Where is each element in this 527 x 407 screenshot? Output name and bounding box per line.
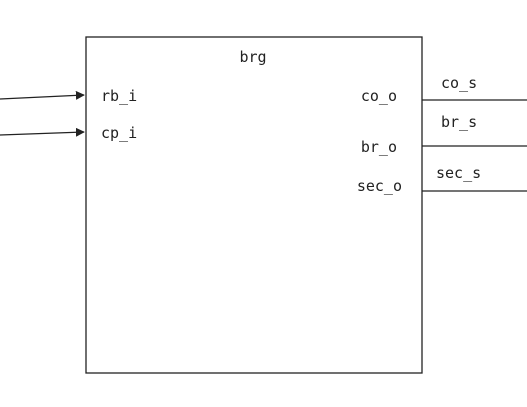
signal-br-s: br_s: [441, 113, 477, 131]
port-br-o: br_o: [361, 138, 397, 156]
cp-input-wire: [0, 127, 85, 137]
block-title: brg: [239, 48, 266, 66]
signal-co-s: co_s: [441, 74, 477, 92]
port-cp-i: cp_i: [101, 124, 137, 142]
brg-block: [85, 36, 423, 374]
signal-sec-s: sec_s: [436, 164, 481, 182]
rb-input-wire: [0, 90, 85, 100]
port-co-o: co_o: [361, 87, 397, 105]
port-sec-o: sec_o: [357, 177, 402, 195]
port-rb-i: rb_i: [101, 87, 137, 105]
